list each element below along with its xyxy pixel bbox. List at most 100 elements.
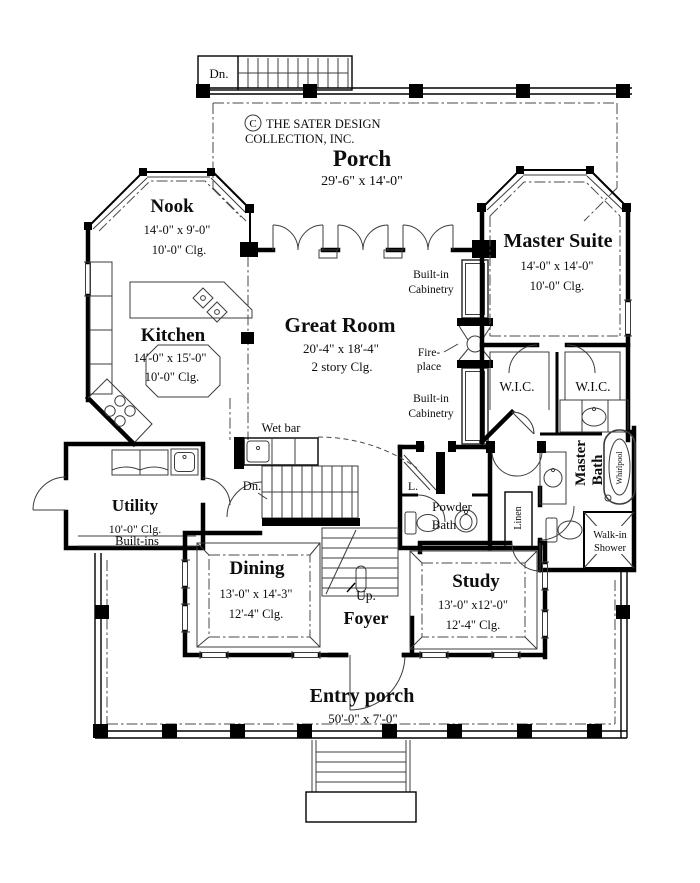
- arched-opening: [317, 436, 418, 469]
- room-study: Study 13'-0" x12'-0" 12'-4" Clg.: [401, 540, 549, 660]
- dn-upper-label: Dn.: [209, 66, 228, 81]
- utility-builtins-label: Built-ins: [115, 534, 159, 548]
- walk-in-closets: W.I.C. W.I.C.: [478, 342, 631, 446]
- porch-column: [162, 724, 177, 738]
- room-nook: Nook 14'-0" x 9'-0" 10'-0" Clg.: [84, 168, 254, 257]
- toilet: [545, 517, 583, 543]
- porch-boundary-line: [212, 102, 618, 222]
- wic-right-label: W.I.C.: [575, 379, 610, 394]
- kitchen-sink: [192, 287, 228, 323]
- builtin-top-label2: Cabinetry: [408, 284, 454, 296]
- french-doors: [272, 224, 454, 259]
- wet-bar: Wet bar: [234, 421, 418, 469]
- study-dims: 13'-0" x12'-0": [438, 598, 508, 612]
- porch-column: [516, 84, 530, 98]
- whirlpool-label: Whirlpool: [615, 451, 624, 485]
- fireplace-label2: place: [417, 361, 441, 373]
- room-dining: Dining 13'-0" x 14'-3" 12'-4" Clg.: [181, 530, 349, 659]
- great-room-dims: 20'-4" x 18'-4": [303, 341, 379, 356]
- room-master-suite: Master Suite 14'-0" x 14'-0" 10'-0" Clg.: [477, 166, 632, 443]
- porch-column: [196, 84, 210, 98]
- porch-column: [95, 605, 109, 619]
- master-suite-clg: 10'-0" Clg.: [530, 279, 585, 293]
- kitchen-dims: 14'-0" x 15'-0": [133, 351, 206, 365]
- porch-dims: 29'-6" x 14'-0": [321, 174, 403, 189]
- walk-in-label2: Shower: [594, 543, 627, 554]
- staircase: Dn. Up.: [243, 465, 399, 603]
- builtin-fireplace-wall: Built-in Cabinetry Fire- place Built-in …: [408, 259, 493, 445]
- porch-column: [616, 605, 630, 619]
- l-closet: L.: [403, 452, 445, 494]
- room-utility: Utility 10'-0" Clg. Built-ins: [32, 441, 263, 551]
- powder-bath-label2: Bath: [432, 517, 457, 532]
- utility-clg: 10'-0" Clg.: [109, 522, 161, 536]
- entry-porch: Entry porch 50'-0" x 7'-0": [93, 553, 630, 823]
- master-bath-label2: Bath: [590, 454, 606, 486]
- nook-dims: 14'-0" x 9'-0": [144, 223, 211, 237]
- builtin-bottom-label2: Cabinetry: [408, 408, 454, 420]
- washer-dryer: [111, 449, 169, 476]
- wic-left-label: W.I.C.: [499, 379, 534, 394]
- dining-name: Dining: [230, 558, 285, 579]
- room-kitchen: Kitchen 14'-0" x 15'-0" 10'-0" Clg.: [84, 225, 254, 448]
- utility-sink: [170, 448, 199, 476]
- fireplace-label1: Fire-: [418, 347, 441, 359]
- foyer-name: Foyer: [344, 608, 389, 628]
- walk-in-shower: [583, 511, 635, 569]
- entry-porch-name: Entry porch: [310, 685, 415, 707]
- powder-toilet: [404, 511, 440, 535]
- whirlpool-tub: [603, 429, 636, 505]
- powder-sink: [454, 509, 478, 533]
- room-great-room: Great Room 20'-4" x 18'-4" 2 story Clg.: [240, 224, 496, 374]
- entry-porch-dims: 50'-0" x 7'-0": [328, 711, 397, 726]
- builtin-top-label1: Built-in: [413, 269, 449, 281]
- porch-column: [297, 724, 312, 738]
- porch-column: [587, 724, 602, 738]
- builtin-bottom-label1: Built-in: [413, 393, 449, 405]
- linen-label: Linen: [513, 506, 524, 529]
- nook-name: Nook: [150, 196, 194, 217]
- porch-column: [409, 84, 423, 98]
- study-name: Study: [452, 571, 500, 592]
- upper-stair-landing: Dn.: [197, 55, 353, 91]
- master-suite-name: Master Suite: [503, 230, 612, 252]
- copyright-line2: COLLECTION, INC.: [245, 132, 354, 146]
- porch-column: [230, 724, 245, 738]
- great-room-name: Great Room: [285, 313, 397, 337]
- room-porch: Porch 29'-6" x 14'-0": [321, 146, 403, 189]
- kitchen-clg: 10'-0" Clg.: [145, 370, 200, 384]
- linen-closet: Linen: [504, 491, 533, 549]
- copyright-notice: C THE SATER DESIGN COLLECTION, INC.: [244, 114, 381, 146]
- cooktop-burners: [104, 395, 136, 427]
- entry-steps: [305, 740, 417, 823]
- vanity-sink: [559, 399, 629, 433]
- copyright-symbol: C: [249, 118, 256, 130]
- great-room-clg: 2 story Clg.: [311, 359, 372, 374]
- master-suite-dims: 14'-0" x 14'-0": [520, 259, 593, 273]
- up-stair-label: Up.: [356, 588, 376, 603]
- master-bath-label1: Master: [573, 440, 589, 486]
- porch-column: [616, 84, 630, 98]
- porch-column: [303, 84, 317, 98]
- kitchen-name: Kitchen: [141, 325, 206, 346]
- walk-in-label1: Walk-in: [593, 530, 627, 541]
- porch-name: Porch: [333, 146, 392, 171]
- porch-column: [517, 724, 532, 738]
- copyright-line1: THE SATER DESIGN: [266, 117, 381, 131]
- wet-bar-label: Wet bar: [262, 421, 302, 435]
- entry-door: [349, 654, 406, 711]
- dn-stair-label: Dn.: [243, 479, 261, 493]
- study-clg: 12'-4" Clg.: [446, 618, 501, 632]
- porch-top-wall: [196, 84, 632, 98]
- builtins-shelf: Built-ins: [78, 534, 196, 548]
- dining-clg: 12'-4" Clg.: [229, 607, 284, 621]
- dining-dims: 13'-0" x 14'-3": [219, 587, 292, 601]
- utility-name: Utility: [112, 496, 159, 515]
- hall-double-doors: [397, 441, 546, 551]
- powder-bath-label1: Powder: [432, 499, 472, 514]
- porch-column: [93, 724, 108, 738]
- bath-vanity-sink: [539, 451, 567, 505]
- wet-bar-sink: [246, 440, 270, 463]
